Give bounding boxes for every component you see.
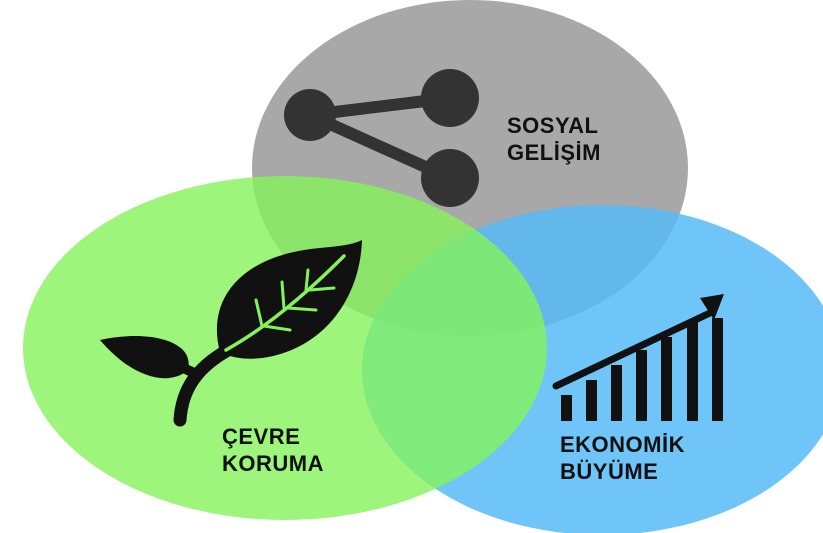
label-environment-line-2: KORUMA xyxy=(222,451,324,476)
label-social-line-1: SOSYAL xyxy=(507,113,598,138)
label-social-line-2: GELİŞİM xyxy=(507,140,601,165)
label-environment-line-1: ÇEVRE xyxy=(222,424,300,449)
label-environment: ÇEVRE KORUMA xyxy=(222,424,324,476)
label-social: SOSYAL GELİŞİM xyxy=(507,113,601,165)
leaf-sprout-icon xyxy=(100,240,362,427)
label-economy: EKONOMİK BÜYÜME xyxy=(560,432,685,484)
growth-chart-icon xyxy=(552,294,724,421)
label-economy-line-2: BÜYÜME xyxy=(560,459,658,484)
venn-circles xyxy=(23,0,823,533)
share-icon xyxy=(284,69,479,207)
label-economy-line-1: EKONOMİK xyxy=(560,432,685,457)
